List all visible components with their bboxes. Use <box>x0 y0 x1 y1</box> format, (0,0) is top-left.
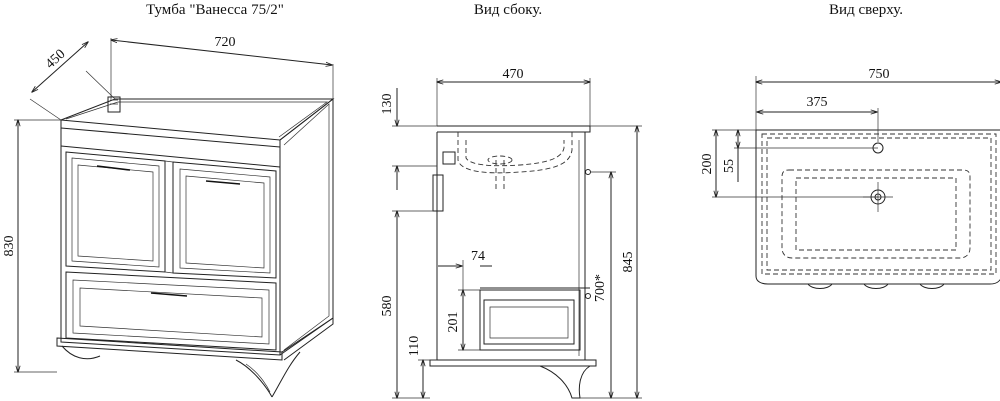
top-width-label: 750 <box>869 67 890 82</box>
side-countertop <box>437 125 591 133</box>
side-basin-bowl <box>457 132 573 174</box>
front-countertop-top <box>60 98 335 141</box>
front-cabinet-body <box>60 120 281 356</box>
top-countertop-outline <box>755 129 1000 285</box>
side-depth-label: 470 <box>503 67 524 82</box>
right-door <box>172 161 277 279</box>
top-hole-label: 55 <box>722 159 737 173</box>
side-plinth <box>429 359 597 367</box>
front-width-label: 720 <box>215 35 236 50</box>
side-total-label: 845 <box>621 252 636 273</box>
side-tap-block <box>442 151 456 165</box>
side-leg-label: 110 <box>407 336 422 356</box>
side-hinge-lower <box>585 293 591 299</box>
left-door-handle <box>96 165 131 171</box>
side-top-label: 130 <box>380 94 395 115</box>
front-view-title: Тумба "Ванесса 75/2" <box>146 2 284 18</box>
side-hinge-upper <box>585 169 591 175</box>
top-depth-label: 200 <box>700 154 715 175</box>
tap-block <box>107 96 121 113</box>
side-inner-label: 700* <box>593 274 608 302</box>
side-drawer <box>479 289 581 351</box>
top-feet <box>807 283 945 289</box>
side-drain <box>495 160 505 192</box>
front-height-label: 830 <box>2 236 17 257</box>
side-leg <box>539 365 591 399</box>
side-view-title: Вид сбоку. <box>474 2 542 18</box>
top-view: 750 375 200 55 <box>700 67 1000 289</box>
side-view: 470 130 580 110 201 74 845 700* <box>380 67 642 398</box>
drawer-handle <box>150 292 188 297</box>
side-drawer-label: 201 <box>446 312 461 333</box>
top-half-label: 375 <box>807 95 828 110</box>
front-view: 720 450 830 <box>2 35 335 398</box>
front-plinth <box>56 337 283 361</box>
side-offset-label: 74 <box>471 249 485 264</box>
front-depth-label: 450 <box>43 47 69 72</box>
front-leg <box>235 359 273 398</box>
left-door <box>65 151 166 273</box>
right-door-handle <box>205 180 241 185</box>
side-back-panel <box>432 174 444 212</box>
top-basin <box>781 169 971 259</box>
top-view-title: Вид сверху. <box>829 2 903 18</box>
side-leg-base-label: 580 <box>380 296 395 317</box>
drawer-front <box>65 271 277 351</box>
